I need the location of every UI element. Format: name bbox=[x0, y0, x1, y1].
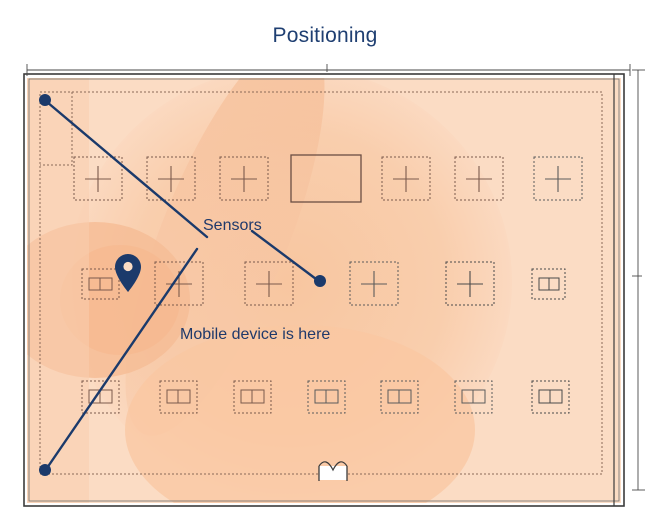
inner-wall bbox=[28, 78, 620, 502]
desk-bar bbox=[81, 268, 120, 300]
sensor-nodes[interactable] bbox=[39, 94, 326, 476]
desk-cross bbox=[533, 156, 583, 201]
sensor-dot[interactable] bbox=[39, 94, 51, 106]
page-title: Positioning bbox=[272, 24, 378, 47]
desk-cross bbox=[244, 261, 294, 306]
map-pin-icon[interactable] bbox=[115, 254, 141, 292]
heatmap-hotspot-core bbox=[60, 245, 180, 355]
heatmap-lower-lobe bbox=[125, 325, 475, 503]
desk-bar bbox=[159, 380, 198, 414]
walls bbox=[23, 73, 625, 507]
sensor-dot[interactable] bbox=[314, 275, 326, 287]
sensor-dot[interactable] bbox=[39, 464, 51, 476]
mobile-device-marker[interactable] bbox=[115, 254, 141, 292]
door-opening bbox=[318, 461, 348, 481]
desk-cross bbox=[381, 156, 431, 201]
desk-cross bbox=[73, 156, 123, 201]
furniture-layer bbox=[73, 154, 583, 414]
desk-cross bbox=[349, 261, 399, 306]
desk-cross bbox=[146, 156, 196, 201]
desk-bar bbox=[454, 380, 493, 414]
mobile-device-label: Mobile device is here bbox=[180, 326, 331, 343]
desk-bar bbox=[531, 380, 570, 414]
alcove-top-left bbox=[40, 91, 73, 166]
desk-bar bbox=[380, 380, 419, 414]
desk-cross bbox=[445, 261, 495, 306]
desk-cross bbox=[454, 156, 504, 201]
desk-cross bbox=[219, 156, 269, 201]
desk-bar bbox=[531, 268, 566, 300]
sensors-label: Sensors bbox=[203, 217, 262, 234]
meeting-table bbox=[290, 154, 362, 203]
signal-heatmap bbox=[27, 78, 621, 503]
desk-bar bbox=[307, 380, 346, 414]
desk-bar bbox=[233, 380, 272, 414]
heatmap-left-strip bbox=[27, 78, 89, 503]
leader-lines bbox=[45, 100, 318, 470]
map-pin-hole bbox=[123, 261, 133, 272]
dimension-markers bbox=[26, 64, 645, 491]
outer-wall bbox=[23, 73, 625, 507]
